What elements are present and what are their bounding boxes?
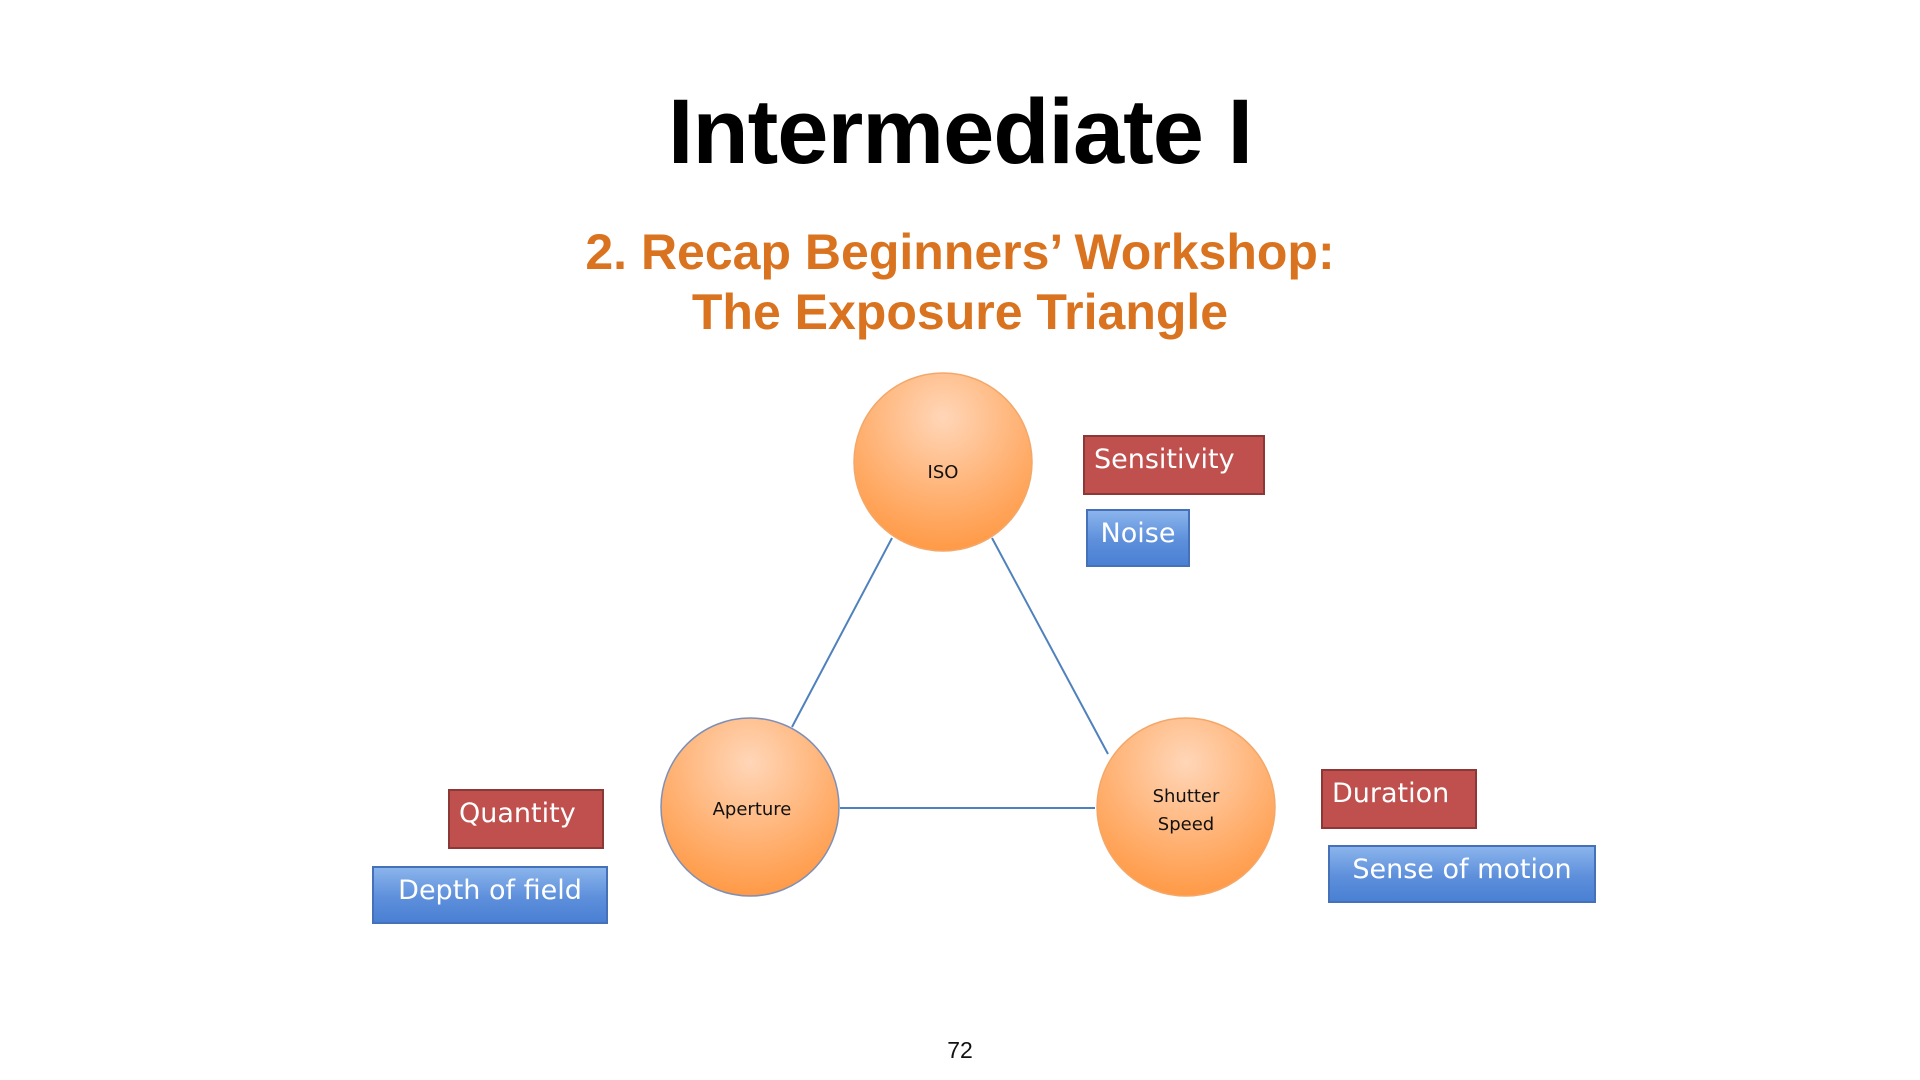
connector-iso-shutter (991, 537, 1109, 755)
subtitle-line-2: The Exposure Triangle (691, 284, 1229, 340)
duration-tag: Duration (1321, 769, 1477, 829)
shutter-speed-label: Shutter Speed (1096, 783, 1276, 839)
page-number: 72 (947, 1037, 973, 1063)
aperture-label: Aperture (712, 799, 792, 820)
iso-circle (853, 372, 1033, 552)
slide-subtitle: 2. Recap Beginners’ Workshop: The Exposu… (0, 222, 1920, 342)
noise-tag: Noise (1086, 509, 1190, 567)
iso-label: ISO (927, 462, 959, 483)
shutter-speed-label-line-1: Shutter (1152, 786, 1220, 807)
subtitle-line-1: 2. Recap Beginners’ Workshop: (585, 224, 1335, 280)
shutter-speed-circle (1096, 717, 1276, 897)
sensitivity-tag: Sensitivity (1083, 435, 1265, 495)
slide-title: Intermediate I (667, 81, 1253, 183)
sense-of-motion-tag: Sense of motion (1328, 845, 1596, 903)
aperture-circle (660, 717, 840, 897)
connector-iso-aperture (791, 537, 893, 728)
depth-of-field-tag: Depth of field (372, 866, 608, 924)
quantity-tag: Quantity (448, 789, 604, 849)
shutter-speed-label-line-2: Speed (1157, 814, 1215, 835)
